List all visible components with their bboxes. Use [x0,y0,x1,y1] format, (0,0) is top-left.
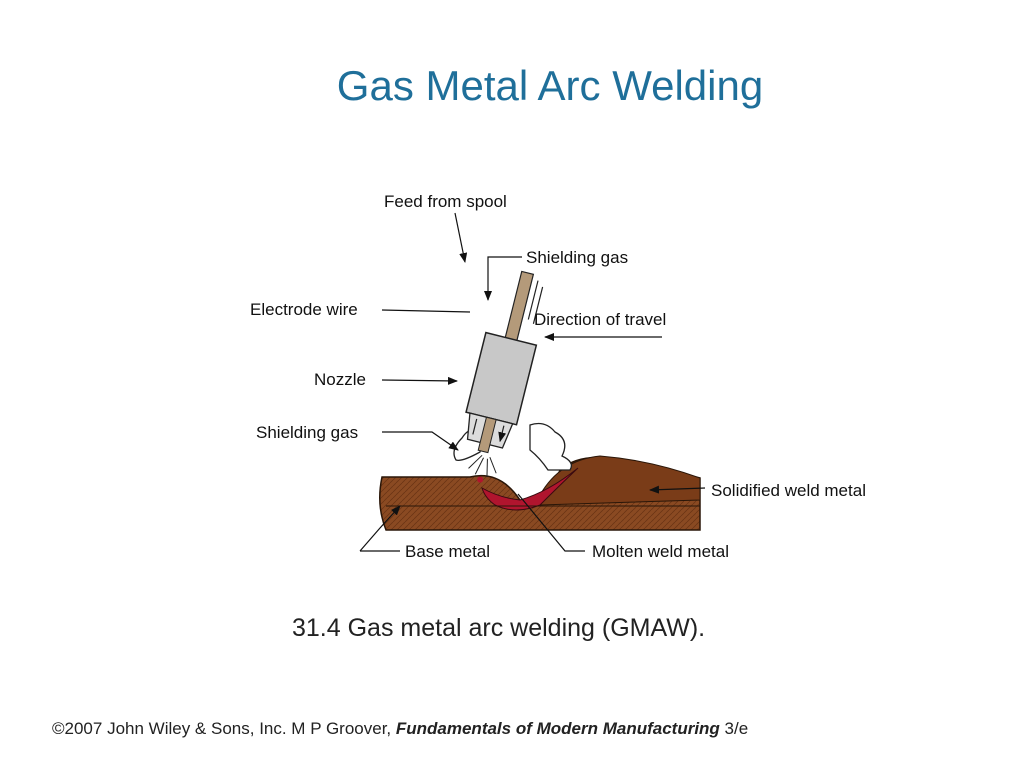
label-shielding-gas-top: Shielding gas [526,248,628,267]
footer-prefix: ©2007 John Wiley & Sons, Inc. M P Groove… [52,719,396,738]
figure-caption: 31.4 Gas metal arc welding (GMAW). [292,614,706,642]
molten-weld-pool [481,467,579,511]
label-solidified-weld-metal: Solidified weld metal [711,481,866,500]
solidified-weld-bead [539,455,701,506]
footer-book-title: Fundamentals of Modern Manufacturing [395,719,720,738]
electrode-wire [504,270,535,343]
label-electrode-wire: Electrode wire [250,300,358,319]
label-shielding-gas-left: Shielding gas [256,423,358,442]
footer-suffix: 3/e [719,719,749,738]
welding-torch [465,270,544,483]
label-feed-from-spool: Feed from spool [384,192,507,211]
label-molten-weld-metal: Molten weld metal [592,542,729,561]
nozzle-body [465,331,538,426]
copyright-footer: ©2007 John Wiley & Sons, Inc. M P Groove… [52,719,748,739]
label-nozzle: Nozzle [314,370,366,389]
label-base-metal: Base metal [405,542,490,561]
label-direction-of-travel: Direction of travel [534,310,666,329]
slide-title: Gas Metal Arc Welding [336,62,764,109]
